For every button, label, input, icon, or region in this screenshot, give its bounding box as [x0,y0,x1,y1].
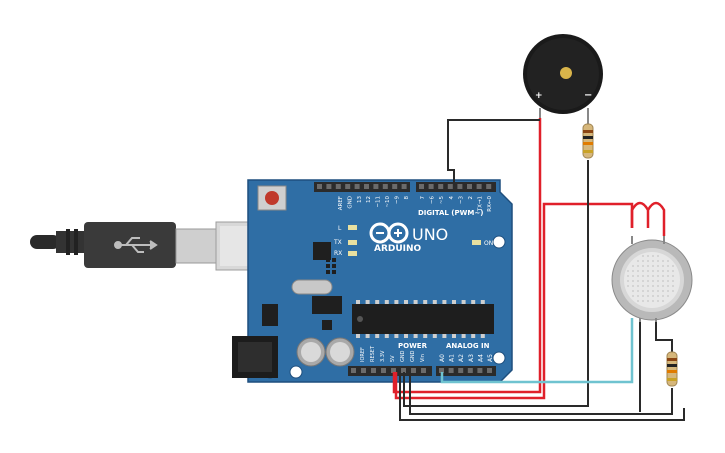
atmega-chip [352,300,494,338]
usb-icon [114,237,158,253]
black-wire-alt [399,372,685,421]
capacitor [325,337,355,367]
mounting-hole [492,235,506,249]
gas-sensor[interactable] [611,236,693,322]
analog-header[interactable] [436,366,496,376]
power-header-label: POWER [398,342,428,350]
usb-chip [313,242,331,260]
led-tx-label: TX [333,239,342,246]
smd-chip [322,320,332,330]
digital-pin-label: 8 [404,196,410,200]
power-pin-label: IOREF [360,347,366,362]
power-pin-label: 3.3V [380,350,386,362]
digital-pin-label: ~11 [376,196,382,208]
board-name: UNO [412,225,448,244]
regulator [312,296,342,314]
led-l [348,225,357,230]
digital-pin-label: ~5 [439,196,445,205]
analog-header-label: ANALOG IN [446,342,490,350]
analog-pin-label: A4 [477,354,484,362]
power-header[interactable] [348,366,432,376]
usb-cable[interactable] [30,221,271,271]
analog-pin-label: A1 [449,354,456,362]
digital-pin-label: GND [347,196,353,209]
voltage-regulator [262,304,278,326]
led-rx [348,251,357,256]
digital-pin-label: RX←0 [487,196,493,212]
brand-label: ARDUINO [374,244,422,254]
power-pin-label: RESET [370,345,376,362]
resistor-sensor[interactable] [666,351,678,387]
digital-pin-label: ~9 [394,196,400,205]
crystal [291,279,333,295]
led-on-label: ON [484,240,493,247]
analog-pin-label: A3 [468,354,475,362]
icsp-header [326,258,336,274]
power-pin-label: Vin [420,354,426,362]
power-pin-label: GND [410,350,416,362]
mounting-hole [289,365,303,379]
mounting-hole [492,351,506,365]
red-wire-buzzer[interactable] [392,118,542,394]
black-wire-pin4[interactable] [447,119,540,186]
black-wire-sensor-leg [639,318,673,412]
red-loop [630,201,666,236]
led-rx-label: RX [334,250,342,257]
digital-header-label: DIGITAL (PWM~) [418,209,483,217]
arduino-logo [369,222,409,244]
digital-pin-label: ~3 [458,196,464,205]
digital-pin-label: AREF [338,196,344,210]
cyan-wire-a0[interactable] [440,318,634,384]
digital-pin-label: 4 [449,196,455,200]
buzzer-plus-label: + [535,91,543,101]
digital-pin-label: 12 [366,196,372,203]
analog-pin-label: A0 [439,354,446,362]
black-wire-buzzer-gnd[interactable] [403,160,589,407]
capacitor [296,337,326,367]
analog-pin-label: A5 [487,354,494,362]
piezo-buzzer[interactable]: + − [523,34,603,120]
analog-pin-label: A2 [458,354,465,362]
reset-button[interactable] [257,185,287,211]
black-wire-sensor-gnd[interactable] [409,372,673,415]
buzzer-minus-label: − [584,90,592,101]
power-pin-label: GND [400,350,406,362]
digital-pin-label: 13 [357,196,363,203]
digital-header[interactable] [314,182,496,192]
led-on [472,240,481,245]
power-jack[interactable] [232,336,278,378]
digital-pin-label: TX→1 [478,196,484,212]
led-tx [348,240,357,245]
resistor-buzzer[interactable] [582,118,594,159]
digital-pin-label: 2 [468,196,474,200]
sensor-mesh [624,252,680,308]
power-pin-labels: IOREF RESET 3.3V 5V GND GND Vin [360,345,426,362]
digital-pin-label: ~6 [430,196,436,205]
led-l-label: L [338,225,342,232]
digital-pin-label: 7 [420,196,426,200]
power-pin-label: 5V [390,355,396,362]
digital-pin-label: ~10 [385,196,391,208]
